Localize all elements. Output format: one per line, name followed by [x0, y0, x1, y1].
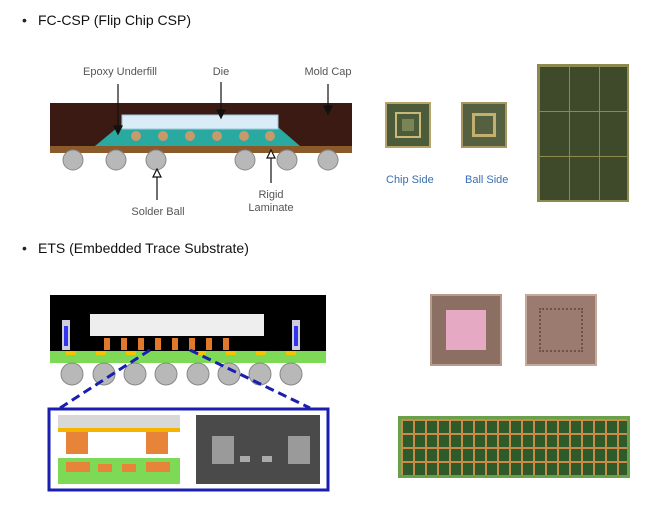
ets-die	[90, 314, 264, 336]
die	[121, 114, 279, 130]
die-bumps	[131, 131, 275, 141]
caption-chip-side: Chip Side	[386, 174, 434, 186]
ball-side-photo	[461, 102, 507, 148]
solder-balls	[62, 149, 339, 171]
bullet-marker-fccsp: •	[22, 12, 27, 28]
ets-substrate	[50, 351, 326, 363]
ets-chip-photo-front	[430, 294, 502, 366]
epoxy-underfill	[95, 127, 300, 146]
callout-arrows	[113, 82, 333, 200]
fccsp-cross-section	[0, 0, 652, 230]
caption-ball-side: Ball Side	[465, 174, 509, 186]
label-rigid-laminate-line2: Laminate	[248, 202, 294, 214]
ets-bumps	[104, 338, 229, 350]
section-title-fccsp: FC-CSP (Flip Chip CSP)	[38, 12, 191, 28]
fccsp-diagram-svg	[50, 82, 352, 200]
section-title-ets: ETS (Embedded Trace Substrate)	[38, 240, 249, 256]
ets-solder-balls	[60, 362, 303, 386]
ets-chip-photo-back	[525, 294, 597, 366]
label-rigid-laminate-line1: Rigid	[258, 189, 284, 201]
label-epoxy-underfill: Epoxy Underfill	[83, 66, 157, 78]
fccsp-strip-photo	[537, 64, 629, 202]
rigid-laminate	[50, 146, 352, 153]
bullet-marker-ets: •	[22, 240, 27, 256]
chip-side-photo	[385, 102, 431, 148]
label-die: Die	[212, 66, 230, 78]
label-mold-cap: Mold Cap	[304, 66, 352, 78]
label-solder-ball: Solder Ball	[131, 206, 185, 218]
ets-strip-photo	[398, 416, 630, 478]
